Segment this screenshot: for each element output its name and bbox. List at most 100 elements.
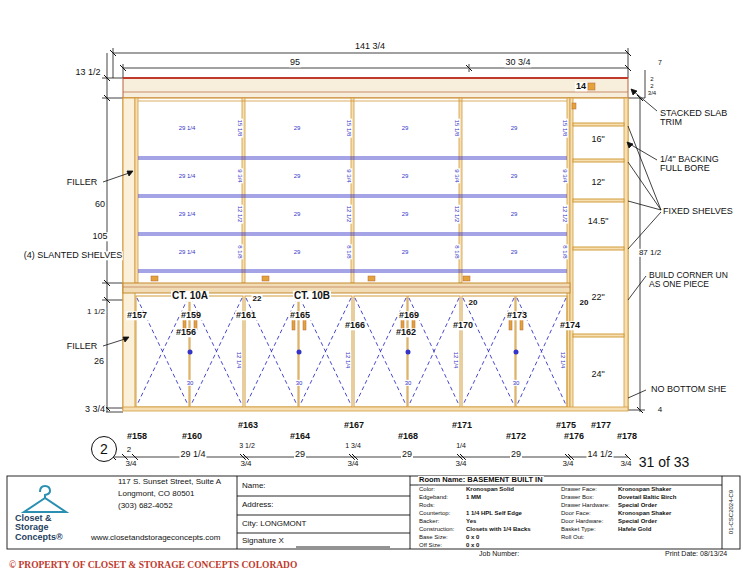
company-info: (303) 682-4052 — [117, 502, 174, 510]
note: FIXED SHELVES — [662, 207, 734, 216]
shelf-height: 22" — [590, 293, 605, 302]
callout-number: #175 — [555, 421, 577, 430]
countertop-callout: 20 — [579, 299, 590, 307]
spec-field: Kronospan Solid — [465, 486, 515, 492]
spec-field: Construction: — [418, 526, 455, 532]
callout-number: #171 — [451, 421, 473, 430]
dimension: 7 — [657, 59, 663, 66]
client-field: City: LONGMONT — [241, 520, 307, 528]
section-size: 29 — [510, 173, 519, 179]
countertop-callout: CT. 10B — [293, 291, 331, 302]
section-size: 30 — [404, 380, 413, 386]
section-size: 9 3/4 — [562, 168, 568, 183]
dimension: 29 — [401, 450, 413, 459]
dimension: 3/4 — [561, 460, 574, 468]
spec-field: 0 x 0 — [465, 542, 480, 548]
countertop-callout: CT. 10A — [171, 291, 209, 302]
spec-field: Kronospan Shaker — [617, 510, 672, 516]
section-size: 29 1/4 — [178, 249, 197, 255]
dimension: 29 1/4 — [179, 450, 206, 459]
countertop-callout: 22 — [252, 295, 263, 303]
section-size: 29 — [401, 249, 410, 255]
spec-field: Color: — [418, 486, 436, 492]
spec-field: Backer: — [418, 518, 440, 524]
section-size: 29 — [293, 125, 302, 131]
section-size: 30 — [512, 380, 521, 386]
section-size: 15 1/8 — [562, 119, 568, 138]
callout-number: #174 — [559, 321, 581, 330]
company-info: 117 S. Sunset Street, Suite A — [117, 478, 222, 486]
note: (4) SLANTED SHELVES — [23, 251, 123, 260]
callout-number: #177 — [590, 421, 612, 430]
dimension: 3/4 — [124, 460, 137, 468]
dimension: 13 1/2 — [74, 68, 101, 77]
section-size: 29 — [510, 211, 519, 217]
dimension: 3/4 — [239, 460, 252, 468]
callout-number: #157 — [126, 311, 148, 320]
dimension: 3/4 — [619, 460, 632, 468]
section-size: 9 3/4 — [346, 168, 352, 183]
spec-field: Room Name: BASEMENT BUILT IN — [418, 476, 544, 484]
company-info: Closet & Storage Concepts® — [14, 514, 76, 542]
callout-number: #159 — [180, 311, 202, 320]
dimension: 1/4 — [455, 442, 467, 449]
section-size: 29 1/4 — [178, 173, 197, 179]
dimension: 1 1/2 — [86, 308, 106, 316]
spec-field: Print Date: 08/13/24 — [664, 550, 728, 557]
dimension: 60 — [94, 200, 106, 209]
spec-field: Hafele Gold — [617, 526, 652, 532]
section-size: 12 1/4 — [560, 351, 566, 370]
view-marker: 2 — [91, 436, 117, 462]
shelf-height: 14.5" — [587, 217, 610, 226]
callout-number: #167 — [343, 421, 365, 430]
note: NO BOTTOM SHE — [650, 385, 727, 394]
section-size: 9 3/4 — [454, 168, 460, 183]
dimension: 3 3/4 — [84, 405, 106, 414]
section-size: 30 — [295, 380, 304, 386]
dimension: 105 — [91, 232, 108, 241]
countertop-callout: 20 — [468, 299, 479, 307]
spec-field: Yes — [465, 518, 477, 524]
dimension: 2 — [126, 446, 132, 454]
spec-field: 1 1/4 HPL Self Edge — [465, 510, 523, 516]
note: STACKED SLAB TRIM — [659, 109, 741, 128]
section-size: 29 1/4 — [178, 125, 197, 131]
dimension: 87 1/2 — [638, 249, 662, 257]
section-size: 29 — [293, 173, 302, 179]
spec-field: Kronospan Shaker — [617, 486, 672, 492]
spec-field: Job Number: — [478, 550, 520, 557]
dimension: 30 3/4 — [504, 58, 531, 67]
dimension: 14 — [575, 82, 587, 91]
callout-number: #161 — [235, 311, 257, 320]
section-size: 29 — [293, 249, 302, 255]
spec-field: Special Order — [617, 518, 658, 524]
section-size: 8 1/8 — [454, 244, 460, 259]
spec-field: Edgeband: — [418, 494, 449, 500]
callout-number: #163 — [237, 421, 259, 430]
section-size: 29 — [510, 249, 519, 255]
dimension: 4 — [657, 406, 663, 414]
section-size: 12 1/4 — [345, 351, 351, 370]
callout-number: #178 — [616, 432, 638, 441]
spec-field: Drawer Face: — [560, 486, 598, 492]
shelf-height: 12" — [590, 178, 605, 187]
client-field: Address: — [241, 501, 275, 509]
callout-number: #173 — [506, 311, 528, 320]
dimension: 2 — [649, 83, 654, 89]
section-size: 15 1/8 — [454, 119, 460, 138]
spec-field: Rods: — [418, 502, 436, 508]
section-size: 12 1/4 — [453, 351, 459, 370]
spec-field: Door Hardware: — [560, 518, 604, 524]
dimension: 95 — [289, 58, 301, 67]
callout-number: #170 — [452, 321, 474, 330]
dimension: 141 3/4 — [354, 42, 386, 51]
dimension: 3/4 — [346, 460, 359, 468]
view-number: 2 — [100, 441, 108, 457]
spec-field: Dovetail Baltic Birch — [617, 494, 677, 500]
spec-field: 1 MM — [465, 494, 482, 500]
dimension: 3 1/2 — [238, 442, 256, 449]
client-field: Name: — [241, 482, 267, 490]
section-size: 8 1/8 — [346, 244, 352, 259]
company-info: Longmont, CO 80501 — [117, 490, 196, 498]
section-size: 29 1/4 — [178, 211, 197, 217]
